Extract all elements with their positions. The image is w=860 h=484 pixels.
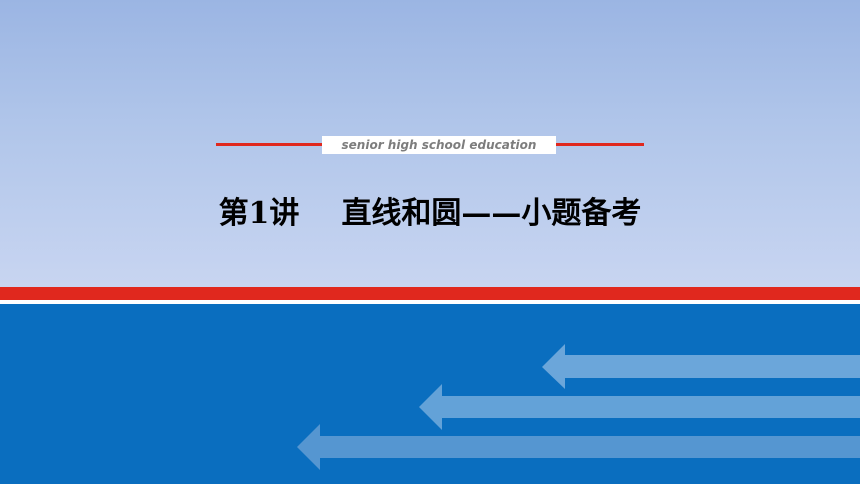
decorative-line-right bbox=[556, 143, 644, 146]
title-lecture-number: 第1讲 bbox=[218, 196, 300, 231]
arrow-left-icon bbox=[542, 344, 860, 389]
decorative-line-left bbox=[216, 143, 322, 146]
arrow-left-icon bbox=[297, 424, 860, 470]
subtitle-banner: senior high school education bbox=[322, 136, 556, 154]
arrow-decoration bbox=[297, 344, 860, 470]
arrow-left-icon bbox=[419, 384, 860, 430]
slide-title: 第1讲 直线和圆——小题备考 bbox=[0, 192, 860, 236]
red-divider-stripe bbox=[0, 287, 860, 300]
banner-text: senior high school education bbox=[341, 138, 537, 152]
title-topic: 直线和圆——小题备考 bbox=[341, 196, 642, 231]
white-divider-line bbox=[0, 300, 860, 304]
